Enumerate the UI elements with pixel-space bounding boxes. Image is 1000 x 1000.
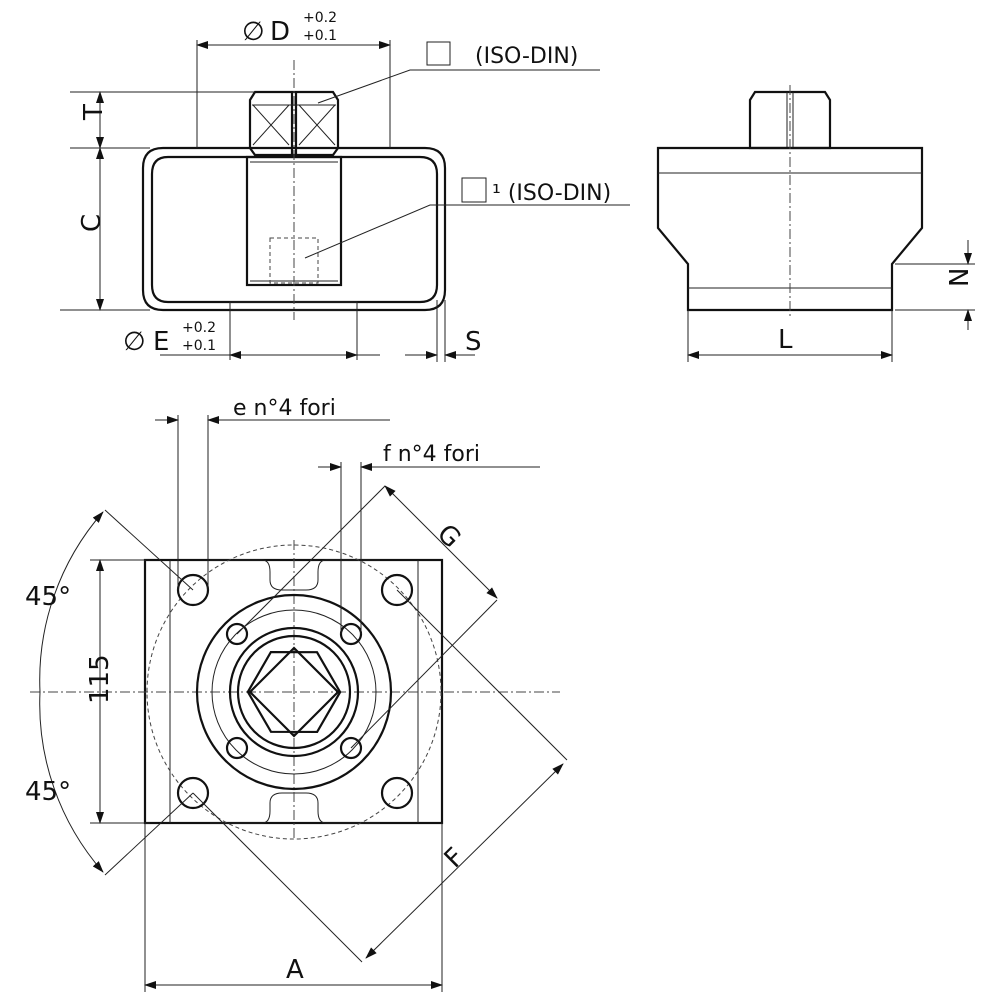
label-S: S bbox=[465, 327, 482, 357]
wrench-size-box-1 bbox=[461, 177, 487, 203]
label-height-115: 115 bbox=[85, 654, 115, 704]
label-C: C bbox=[77, 214, 107, 232]
label-angle-top: 45° bbox=[25, 582, 71, 612]
D-tolerance-upper: +0.2 bbox=[303, 10, 337, 26]
label-T: T bbox=[79, 104, 109, 121]
label-iso-din-1: ¹ (ISO-DIN) bbox=[492, 181, 611, 206]
wrench-size-box bbox=[426, 41, 451, 66]
label-f-holes: f n°4 fori bbox=[383, 442, 480, 467]
E-tolerance-lower: +0.1 bbox=[182, 338, 216, 354]
label-F: F bbox=[439, 842, 471, 874]
label-N: N bbox=[945, 268, 975, 287]
side-view: L N bbox=[656, 85, 975, 362]
svg-text:∅: ∅ bbox=[123, 327, 146, 357]
label-A: A bbox=[286, 955, 304, 985]
plan-view: e n°4 fori f n°4 fori G F 45° 45° 115 A bbox=[25, 396, 568, 992]
label-D: D bbox=[270, 17, 290, 47]
label-G: G bbox=[431, 519, 466, 554]
D-tolerance-lower: +0.1 bbox=[303, 28, 337, 44]
label-L: L bbox=[778, 325, 793, 355]
label-e-holes: e n°4 fori bbox=[233, 396, 336, 421]
label-iso-din: (ISO-DIN) bbox=[475, 44, 578, 69]
front-section-view: ∅ D +0.2 +0.1 (ISO-DIN) ¹ (ISO-DIN) T C … bbox=[60, 10, 630, 362]
label-E: E bbox=[153, 327, 169, 357]
E-tolerance-upper: +0.2 bbox=[182, 320, 216, 336]
label-angle-bottom: 45° bbox=[25, 777, 71, 807]
diameter-symbol: ∅ bbox=[242, 17, 265, 47]
